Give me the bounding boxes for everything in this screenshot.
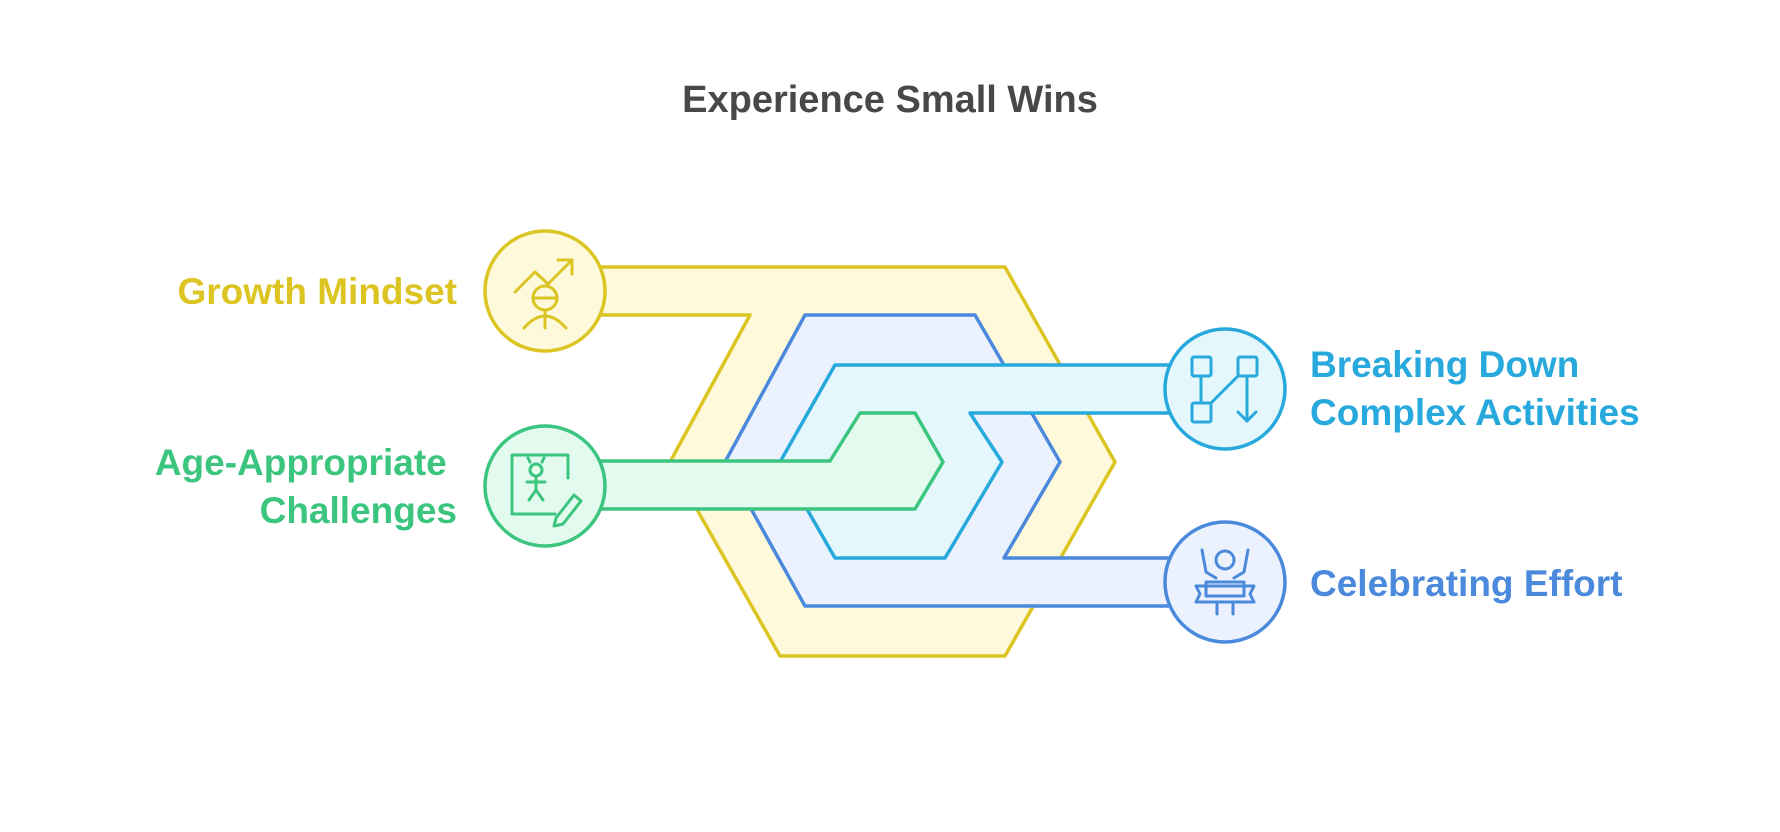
age-appropriate-label: Age-Appropriate Challenges [155, 442, 457, 531]
growth-mindset-label: Growth Mindset [177, 271, 457, 312]
age-appropriate-node [483, 424, 607, 548]
age-appropriate-branch [483, 411, 945, 548]
growth-mindset-node [483, 229, 607, 353]
growth-person-icon [513, 258, 574, 330]
celebrating-effort-label: Celebrating Effort [1310, 563, 1622, 604]
flowchart-steps-icon [1190, 355, 1259, 424]
child-drawing-icon [510, 453, 583, 528]
age-appropriate-band [578, 411, 945, 511]
breaking-down-label: Breaking Down Complex Activities [1310, 344, 1640, 433]
celebrating-person-icon [1194, 548, 1256, 616]
diagram-title: Experience Small Wins [682, 79, 1098, 121]
